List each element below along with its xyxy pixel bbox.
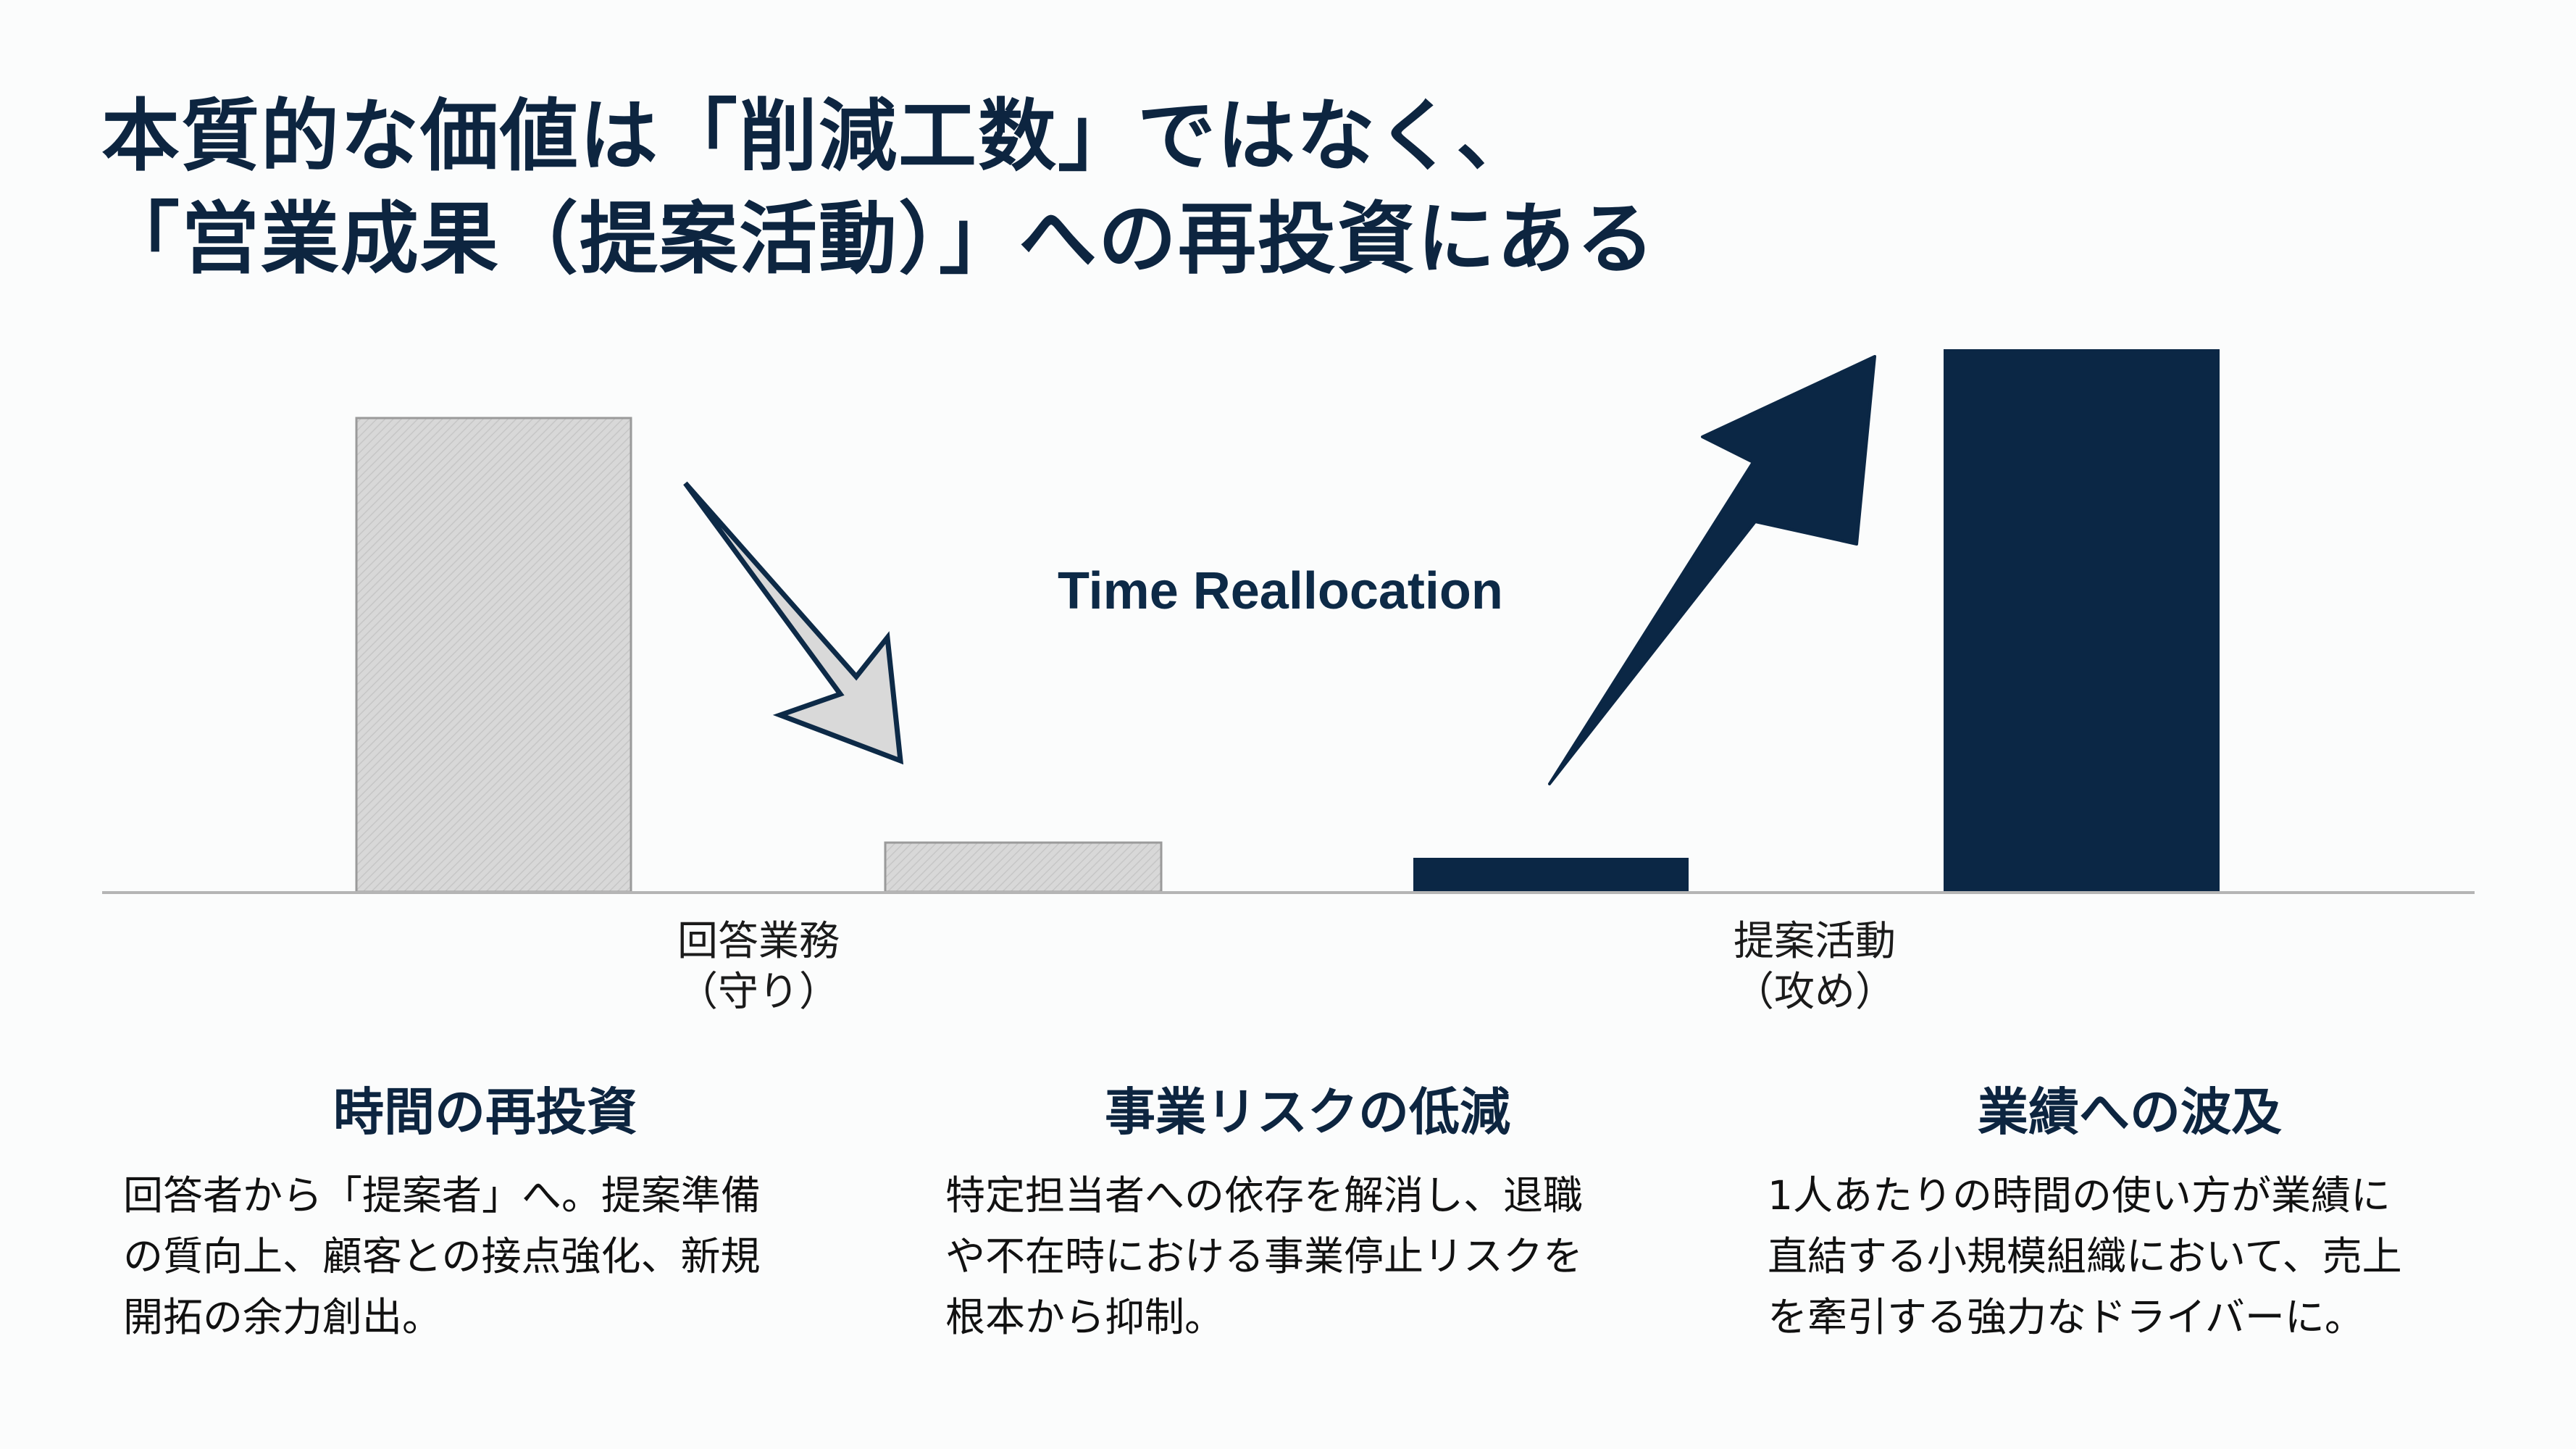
card-heading: 業績への波及 xyxy=(1978,1082,2282,1142)
bar-response-before xyxy=(355,417,632,893)
page-title: 本質的な価値は「削減工数」ではなく、 「営業成果（提案活動）」への再投資にある xyxy=(101,85,1656,291)
axis-label-proposal: 提案活動 （攻め） xyxy=(1670,916,1960,1018)
title-line-1: 本質的な価値は「削減工数」ではなく、 xyxy=(101,91,1536,182)
bar-response-after xyxy=(884,841,1163,893)
bar-proposal-before xyxy=(1413,858,1689,892)
card-body: 1人あたりの時間の使い方が業績に 直結する小規模組織において、売上 を牽引する強… xyxy=(1768,1172,2402,1340)
card-body: 回答者から「提案者」へ。提案準備 の質向上、顧客との接点強化、新規 開拓の余力創… xyxy=(123,1172,761,1340)
axis-label-proposal-main: 提案活動 xyxy=(1734,918,1896,965)
card-body: 特定担当者への依存を解消し、退職 や不在時における事業停止リスクを 根本から抑制… xyxy=(945,1172,1584,1340)
down-arrow-icon xyxy=(683,481,904,765)
axis-label-response-main: 回答業務 xyxy=(677,918,840,965)
bar-proposal-after xyxy=(1944,349,2220,892)
title-line-2: 「営業成果（提案活動）」への再投資にある xyxy=(101,194,1657,285)
card-time-reinvestment: 時間の再投資 回答者から「提案者」へ。提案準備 の質向上、顧客との接点強化、新規… xyxy=(123,1080,848,1348)
axis-label-response: 回答業務 （守り） xyxy=(614,916,903,1018)
time-reallocation-label: Time Reallocation xyxy=(1058,562,1503,620)
axis-label-proposal-sub: （攻め） xyxy=(1734,969,1896,1016)
up-arrow-icon xyxy=(1548,355,1876,785)
card-heading: 時間の再投資 xyxy=(333,1082,637,1142)
card-risk-reduction: 事業リスクの低減 特定担当者への依存を解消し、退職 や不在時における事業停止リス… xyxy=(945,1080,1670,1348)
card-performance-impact: 業績への波及 1人あたりの時間の使い方が業績に 直結する小規模組織において、売上… xyxy=(1768,1080,2492,1348)
axis-label-response-sub: （守り） xyxy=(677,969,840,1016)
card-heading: 事業リスクの低減 xyxy=(1105,1082,1510,1142)
